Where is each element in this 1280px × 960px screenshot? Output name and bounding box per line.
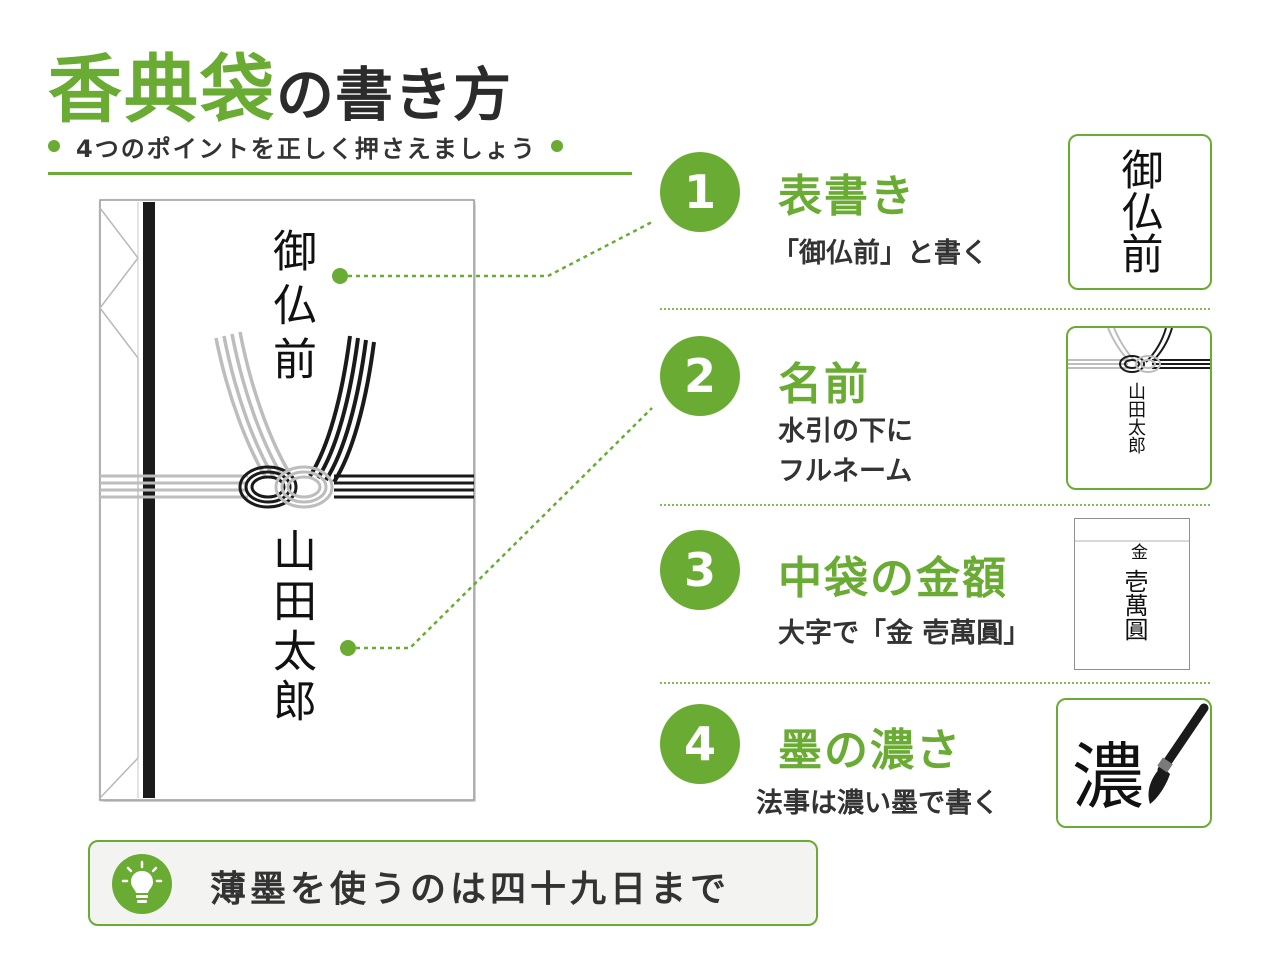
point-title: 墨の濃さ	[778, 725, 962, 776]
subtitle: 4つのポイントを正しく押さえましょう	[48, 128, 638, 164]
tip-bar: 薄墨を使うのは四十九日まで	[88, 840, 818, 926]
mini-mizuhiki-drawing	[1068, 328, 1210, 373]
subtitle-text: 4つのポイントを正しく押さえましょう	[76, 134, 537, 163]
point-description: 水引の下に フルネーム	[778, 412, 913, 492]
title-rest: の書き方	[276, 61, 513, 129]
envelope-omotegaki: 御仏前	[265, 228, 316, 390]
tip-text: 薄墨を使うのは四十九日まで	[210, 869, 731, 910]
section-divider	[660, 308, 1210, 310]
point-title: 中袋の金額	[778, 553, 1008, 604]
naka-bukuro-flap	[1075, 540, 1189, 542]
point-description: 法事は濃い墨で書く	[756, 788, 999, 819]
point-title: 表書き	[778, 171, 916, 222]
point-card-omotegaki: 御仏前	[1068, 134, 1212, 290]
page-title: 香典袋の書き方	[48, 30, 512, 133]
point-description-line: 水引の下に	[778, 416, 913, 447]
card-text: 濃	[1072, 735, 1145, 819]
point-description: 「御仏前」と書く	[772, 238, 988, 269]
title-accent: 香典袋	[48, 47, 276, 133]
card-kin: 金	[1127, 543, 1147, 560]
naka-bukuro-illustration: 金 壱萬圓	[1074, 518, 1190, 670]
card-text: 山田太郎	[1125, 382, 1146, 454]
bullet-dot-icon	[48, 140, 60, 152]
leader-dot-icon	[340, 640, 356, 656]
point-number-badge: 3	[660, 530, 740, 610]
lightbulb-icon	[112, 854, 172, 914]
brush-icon	[1148, 703, 1209, 804]
bullet-dot-icon	[550, 140, 563, 152]
leader-line-1	[348, 220, 653, 278]
title-underline	[48, 172, 632, 175]
envelope-drawing	[99, 199, 475, 801]
leader-line-2	[356, 407, 653, 650]
leader-dot-icon	[332, 268, 348, 284]
envelope-name: 山田太郎	[265, 528, 316, 728]
point-card-ink: 濃	[1056, 698, 1212, 828]
section-divider	[660, 682, 1210, 684]
kouden-envelope	[98, 198, 476, 802]
point-card-name: 山田太郎	[1066, 326, 1212, 490]
point-number-badge: 4	[660, 704, 740, 784]
point-description: 大字で「金 壱萬圓」	[778, 618, 1031, 649]
card-text: 御仏前	[1115, 148, 1164, 274]
point-title: 名前	[778, 359, 870, 410]
card-text: 壱萬圓	[1120, 569, 1148, 641]
point-number-badge: 2	[660, 336, 740, 416]
section-divider	[660, 504, 1210, 506]
point-description-line: フルネーム	[778, 456, 913, 487]
point-number-badge: 1	[660, 152, 740, 232]
